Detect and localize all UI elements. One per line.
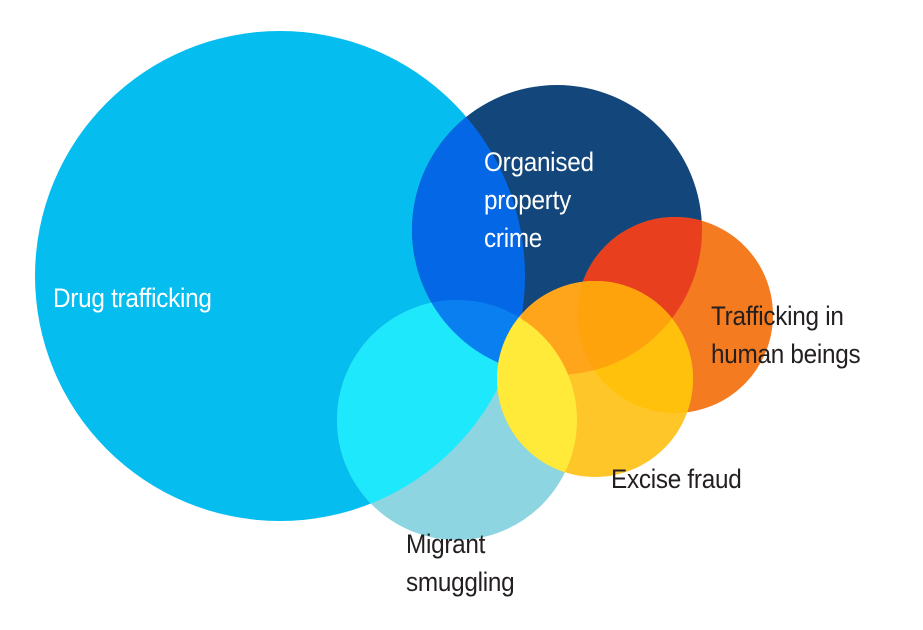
label-line: human beings — [711, 339, 861, 369]
label-line: Trafficking in — [711, 301, 844, 331]
label-trafficking-human-beings: Trafficking in human beings — [711, 297, 861, 373]
label-excise-fraud: Excise fraud — [611, 464, 742, 494]
label-line: Migrant — [406, 529, 486, 559]
label-line: smuggling — [406, 567, 515, 597]
label-drug-trafficking: Drug trafficking — [53, 283, 212, 313]
label-line: property — [484, 185, 571, 215]
label-line: crime — [484, 223, 543, 253]
overlap-drug-navy — [412, 85, 525, 375]
overlap-excise-navy-orange — [577, 281, 693, 375]
label-organised-property-crime: Organised property crime — [484, 143, 594, 257]
label-migrant-smuggling: Migrant smuggling — [406, 525, 515, 601]
label-line: Organised — [484, 147, 594, 177]
